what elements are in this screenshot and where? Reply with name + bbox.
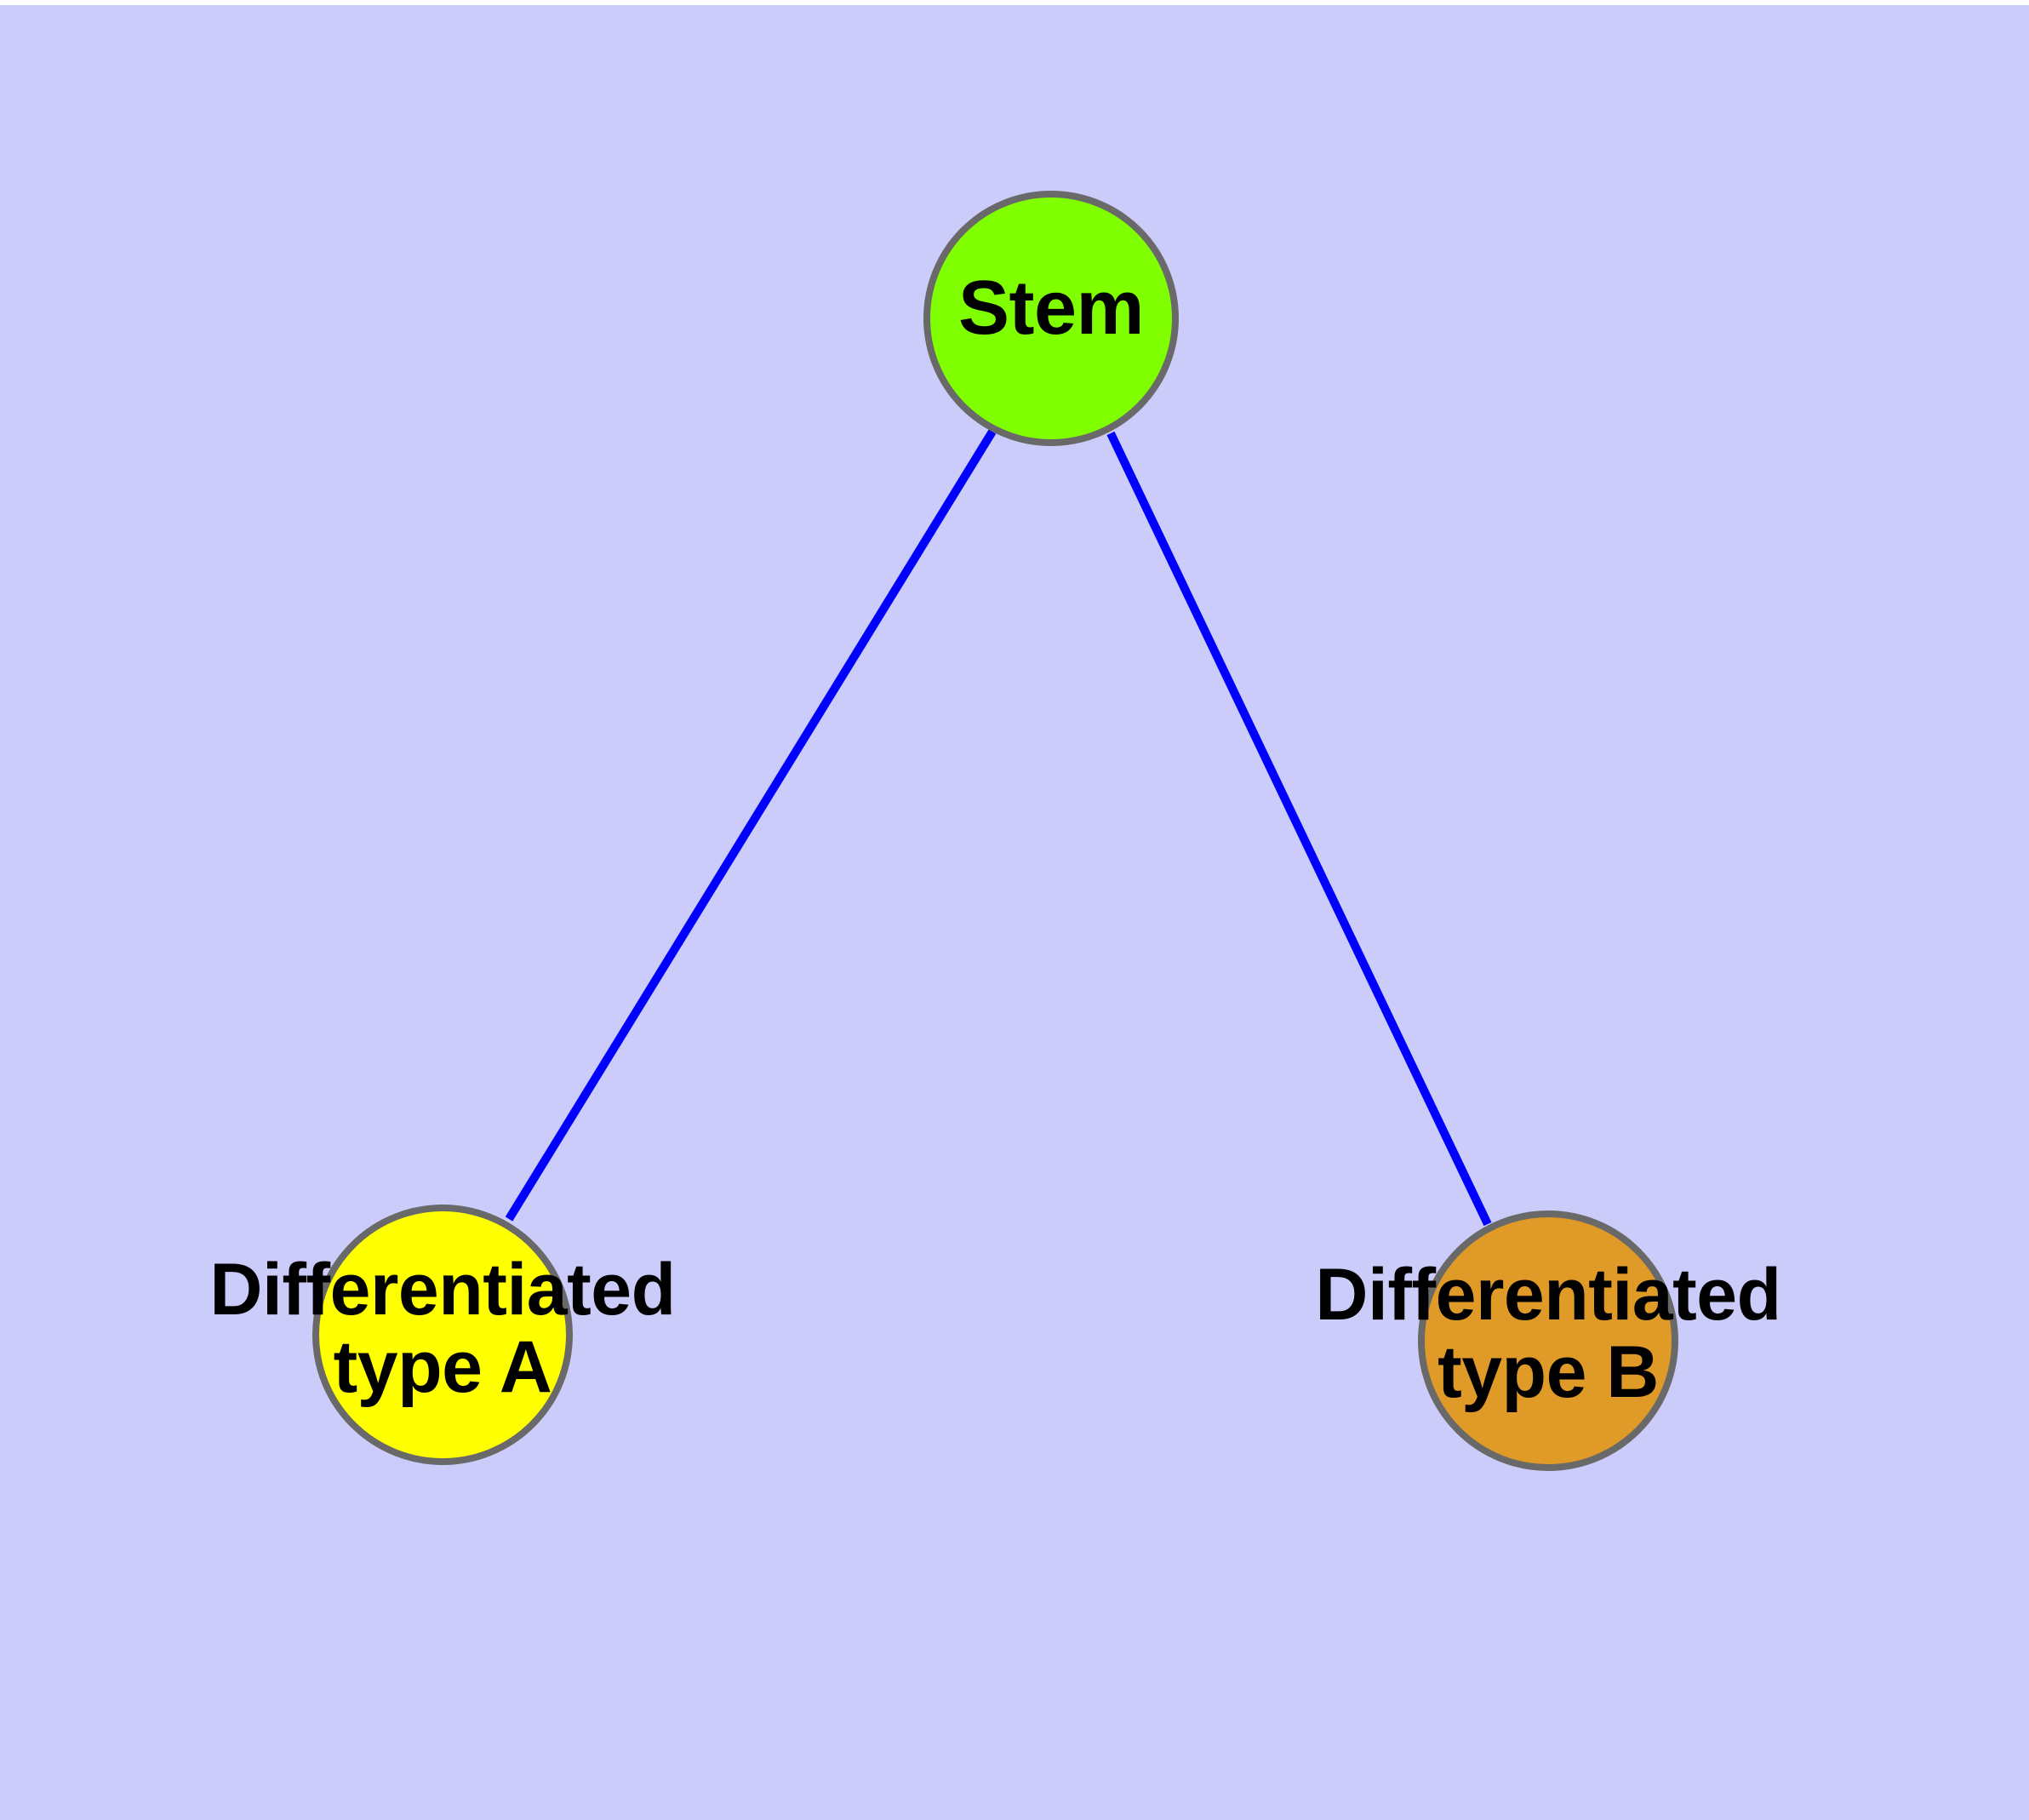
edge-stem-to-diff-a[interactable] <box>505 429 997 1222</box>
node-layer <box>312 191 1678 1471</box>
node-circle-stem[interactable] <box>923 191 1179 446</box>
edge-stem-to-diff-b[interactable] <box>1106 431 1492 1227</box>
edge-layer <box>505 429 1492 1227</box>
node-circle-diff-a[interactable] <box>312 1205 573 1465</box>
node-circle-diff-b[interactable] <box>1418 1210 1678 1471</box>
